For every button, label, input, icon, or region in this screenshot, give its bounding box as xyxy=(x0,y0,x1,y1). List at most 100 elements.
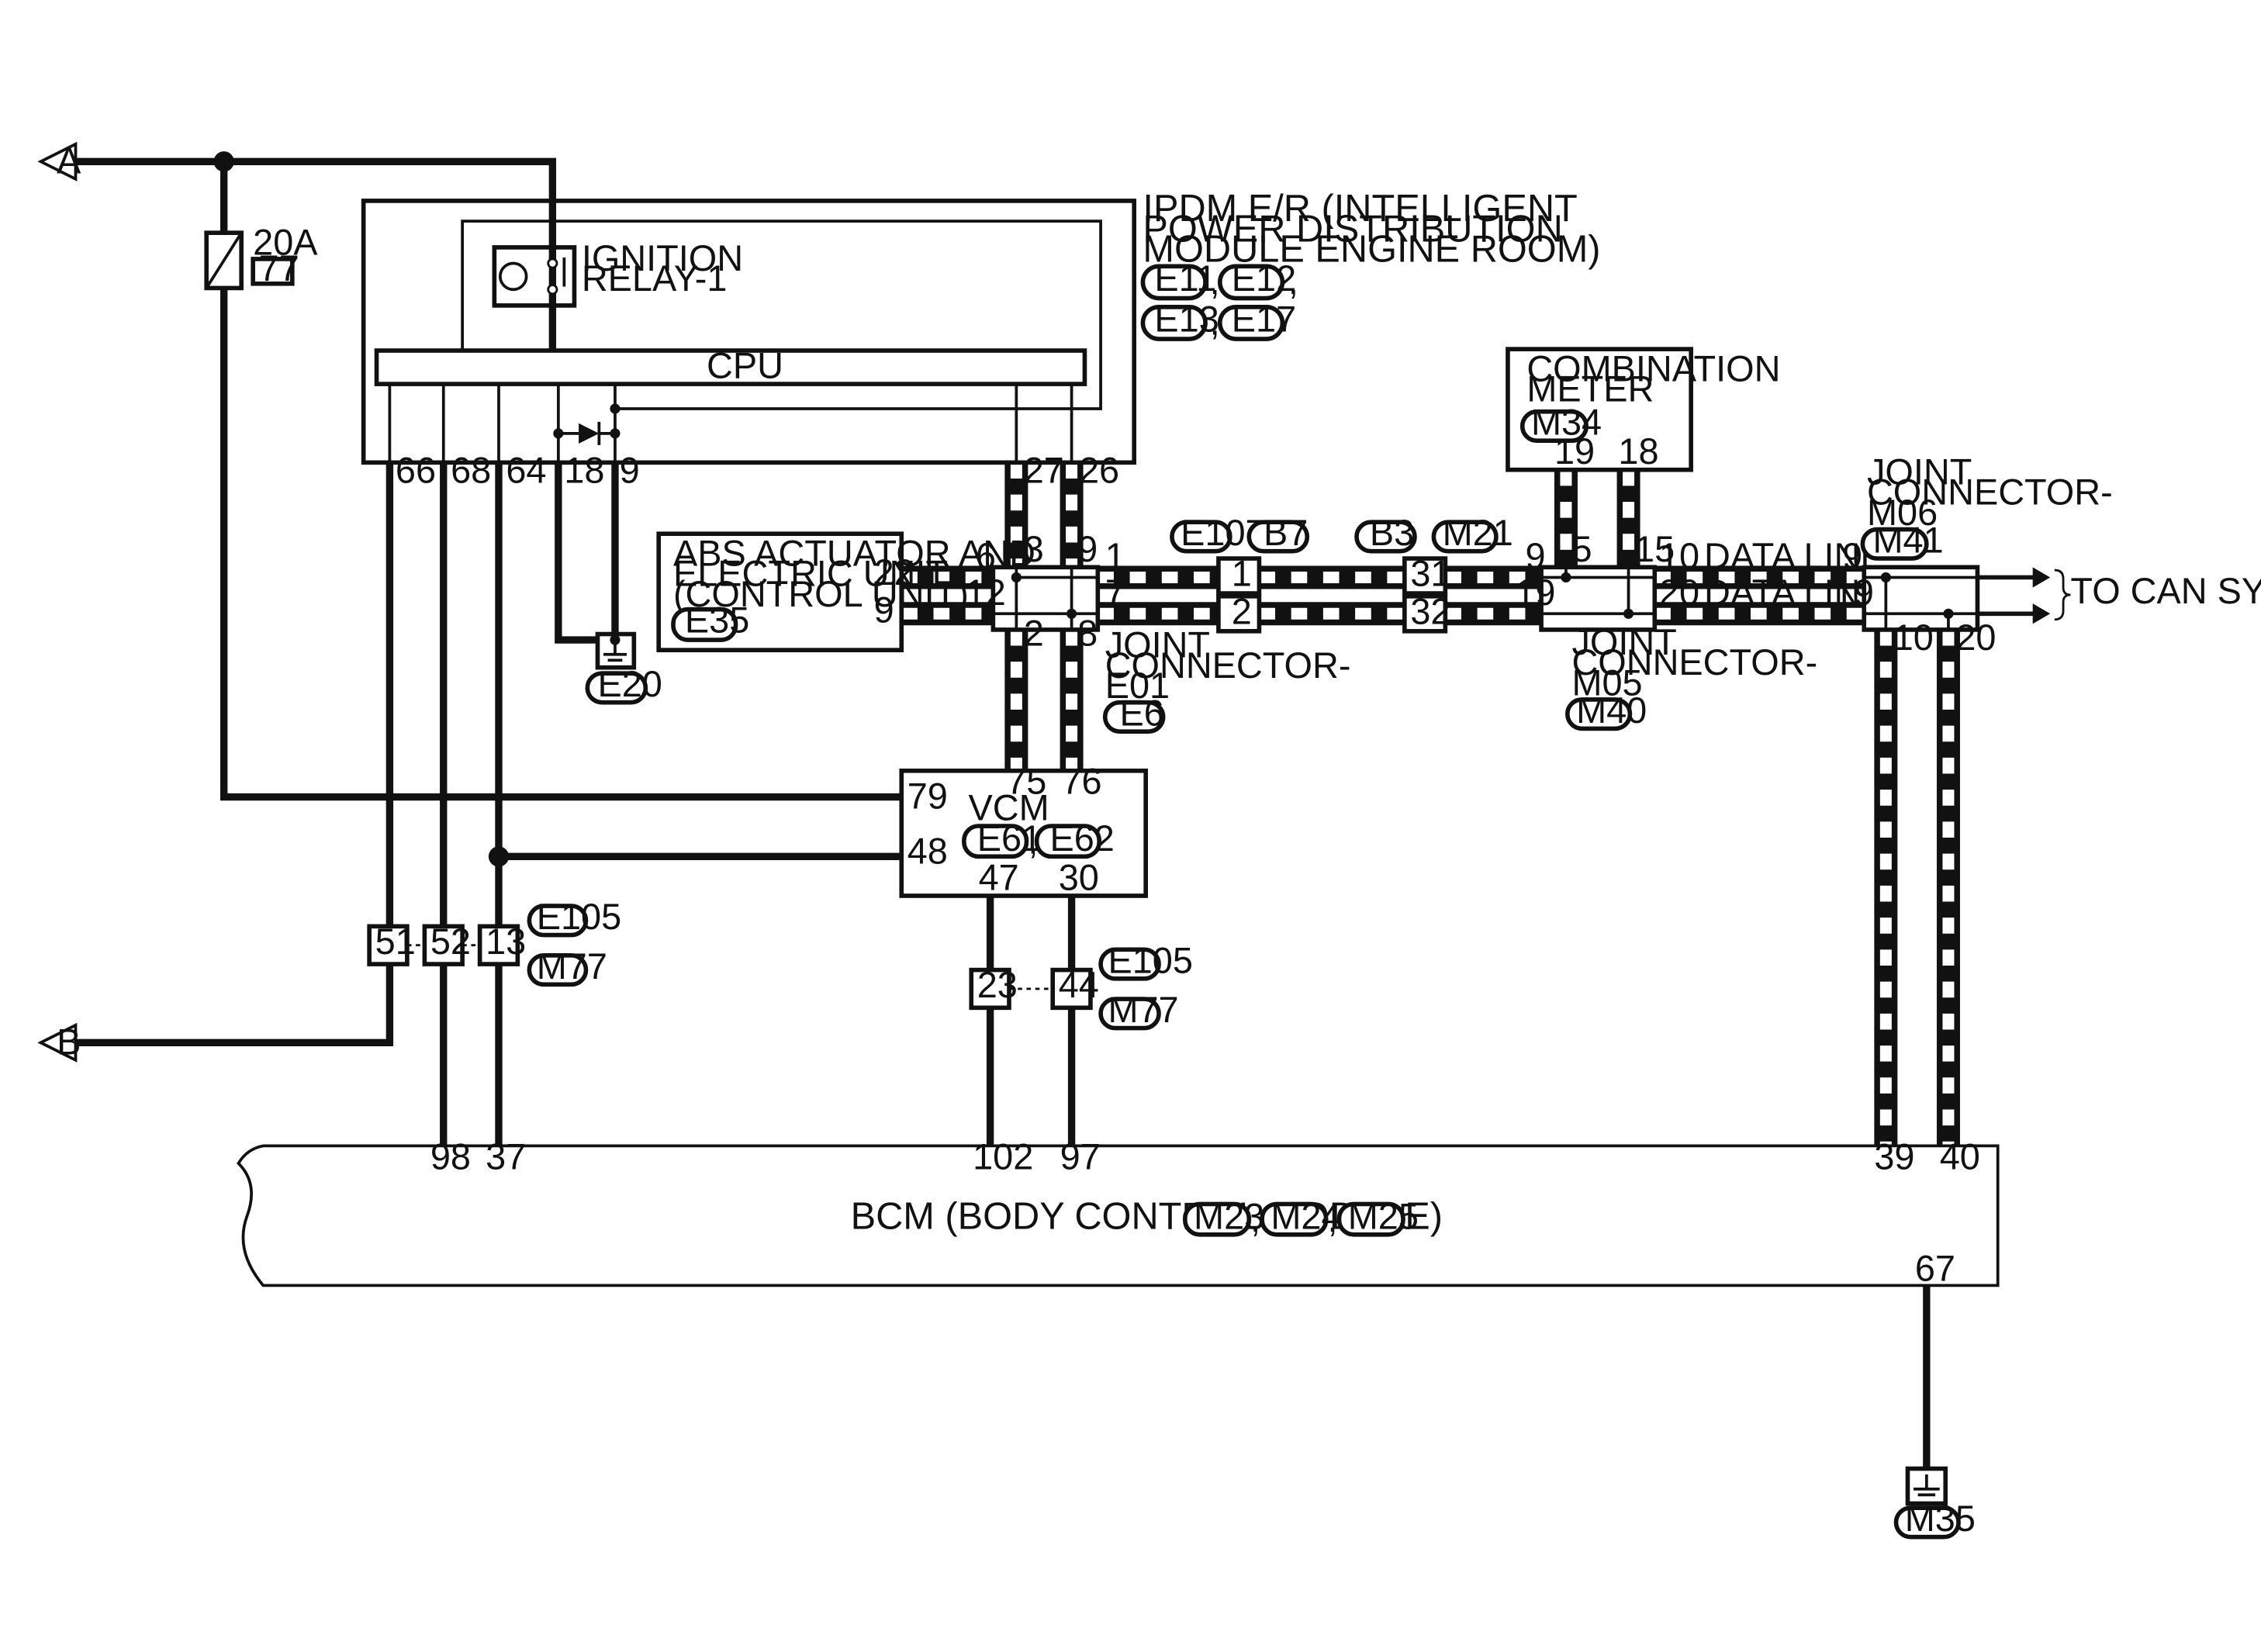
inline-connector-e107-b7: E107 B7 1 2 xyxy=(1170,513,1310,634)
relay-label-2: RELAY-1 xyxy=(582,258,728,299)
inline-b3-pin-31: 31 xyxy=(1410,554,1450,594)
vcm-pin-79: 79 xyxy=(908,776,948,817)
vcm-pin-76: 76 xyxy=(1061,762,1101,802)
junction-dots xyxy=(213,151,510,867)
bcm-pin-40: 40 xyxy=(1940,1136,1980,1177)
arrow-right-icon xyxy=(2032,603,2051,624)
e01-pin-1: 1 xyxy=(1105,536,1125,576)
data-line-label-low: DATA LINE xyxy=(1704,572,1885,613)
meter-pin-19: 19 xyxy=(1554,431,1595,472)
ground-m35: M35 xyxy=(1893,1466,1976,1540)
joint-connector-m06: 9 19 10 20 JOINT CONNECTOR- M06 M41 xyxy=(1834,451,2113,658)
vcm-conn-e62: E62 xyxy=(1049,818,1114,859)
to-can-system: TO CAN SYSTEM xyxy=(2032,567,2261,624)
e01-pin-12: 12 xyxy=(966,572,1006,613)
abs-conn-e35: E35 xyxy=(685,600,749,641)
ipdm-module: CPU IGNITION RELAY-1 66 68 64 18 9 27 26… xyxy=(361,188,1601,491)
e01-label-2: CONNECTOR- xyxy=(1105,645,1351,686)
m05-label-1: JOINT xyxy=(1571,622,1676,662)
m05-pin-9: 9 xyxy=(1525,536,1545,576)
vcm-pin-48: 48 xyxy=(908,831,948,872)
vcm-pin-30: 30 xyxy=(1059,857,1099,897)
abs-control-unit: ABS ACTUATOR AND ELECTRIC UNIT (CONTROL … xyxy=(656,531,1035,652)
inline-connector-b3-m21: B3 M21 31 32 xyxy=(1354,513,1513,634)
to-can-system-label: TO CAN SYSTEM xyxy=(2070,571,2261,611)
m06-pin-20: 20 xyxy=(1955,617,1996,658)
inline-m77-a: M77 xyxy=(537,946,607,987)
bcm-conn-m25: M25 xyxy=(1348,1196,1419,1236)
ipdm-title-1: IPDM E/R (INTELLIGENT xyxy=(1143,188,1577,230)
diode-icon xyxy=(579,423,600,444)
e01-pin-2: 2 xyxy=(1024,613,1044,654)
e01-pin-9: 9 xyxy=(1077,529,1098,569)
m05-pin-10: 10 xyxy=(1659,536,1699,576)
bcm-pin-97: 97 xyxy=(1060,1136,1101,1177)
ipdm-pin-66: 66 xyxy=(396,451,436,491)
ignition-relay-icon xyxy=(492,245,577,308)
cpu-label: CPU xyxy=(707,346,783,386)
m05-label-3: M05 xyxy=(1571,662,1642,703)
m06-pin-10: 10 xyxy=(1893,617,1934,658)
vcm-module: 75 76 VCM E61 , E62 79 48 47 30 xyxy=(899,762,1148,898)
m06-label-1: JOINT xyxy=(1867,451,1972,492)
m06-label-3: M06 xyxy=(1867,492,1938,533)
data-line-label-high: DATA LINE xyxy=(1704,536,1885,576)
bcm-conn-m24: M24 xyxy=(1271,1196,1341,1236)
ipdm-pin-9: 9 xyxy=(620,451,640,491)
meter-label-1: COMBINATION xyxy=(1526,348,1780,389)
inline-b3-pin-32: 32 xyxy=(1410,591,1450,631)
inline-b3: B3 xyxy=(1370,513,1414,553)
inline-e107-pin-1: 1 xyxy=(1232,554,1252,594)
sep: , xyxy=(1210,302,1220,342)
inline-m21: M21 xyxy=(1443,513,1513,553)
vcm-pin-75: 75 xyxy=(1006,762,1046,802)
inline-pin-52: 52 xyxy=(430,921,471,962)
ground-e20: E20 xyxy=(585,631,662,705)
m06-conn-m41: M41 xyxy=(1872,520,1943,561)
ipdm-title-3: MODULE ENGINE ROOM) xyxy=(1143,229,1600,271)
m05-pin-15: 15 xyxy=(1634,529,1675,569)
abs-pin-22: 22 xyxy=(874,552,914,593)
e01-pin-3: 3 xyxy=(1024,529,1044,569)
abs-label-2: ELECTRIC UNIT xyxy=(673,554,948,594)
m06-label-2: CONNECTOR- xyxy=(1867,472,2113,513)
inline-e107-pin-2: 2 xyxy=(1232,591,1252,631)
ipdm-conn-e17: E17 xyxy=(1232,299,1296,340)
sep: , xyxy=(1250,1199,1260,1239)
fuse-rating: 20A xyxy=(253,222,318,262)
ground-e20-label: E20 xyxy=(597,664,662,704)
inline-pin-44: 44 xyxy=(1059,965,1099,1005)
ground-m35-label: M35 xyxy=(1905,1498,1976,1539)
bcm-pin-37: 37 xyxy=(486,1136,526,1177)
meter-label-2: METER xyxy=(1526,369,1654,410)
e01-label-1: JOINT xyxy=(1105,625,1210,665)
power-wires xyxy=(72,157,2036,1469)
ipdm-conn-e13: E13 xyxy=(1154,299,1219,340)
ipdm-pin-18: 18 xyxy=(564,451,604,491)
m05-pin-20: 20 xyxy=(1659,572,1699,613)
inline-connector-e105-m77-right: 23 44 E105 M77 xyxy=(969,940,1193,1031)
e01-label-3: E01 xyxy=(1105,665,1170,706)
m05-pin-5: 5 xyxy=(1571,529,1592,569)
e01-pin-6: 6 xyxy=(976,536,996,576)
vcm-conn-e61: E61 xyxy=(977,818,1042,859)
inline-connector-e105-m77-left: 51 52 13 E105 M77 xyxy=(367,897,621,987)
fuse-20a: 20A 77 xyxy=(204,222,318,291)
fuse-number: 77 xyxy=(259,248,299,289)
ipdm-conn-e12: E12 xyxy=(1232,258,1296,299)
inline-e105-b: E105 xyxy=(1108,940,1192,980)
ipdm-conn-e11: E11 xyxy=(1154,258,1216,299)
sep: , xyxy=(1210,261,1220,302)
vcm-label: VCM xyxy=(968,788,1049,828)
abs-label-1: ABS ACTUATOR AND xyxy=(673,533,1035,573)
e01-pin-8: 8 xyxy=(1077,613,1098,654)
can-bus-wires xyxy=(901,462,1960,1146)
m05-pin-19: 19 xyxy=(1515,572,1555,613)
connector-a: A xyxy=(37,140,81,181)
inline-m77-b: M77 xyxy=(1108,990,1178,1030)
e01-pin-7: 7 xyxy=(1105,572,1125,613)
bcm-pin-102: 102 xyxy=(973,1136,1033,1177)
bcm-pin-39: 39 xyxy=(1874,1136,1914,1177)
vcm-pin-47: 47 xyxy=(979,857,1019,897)
